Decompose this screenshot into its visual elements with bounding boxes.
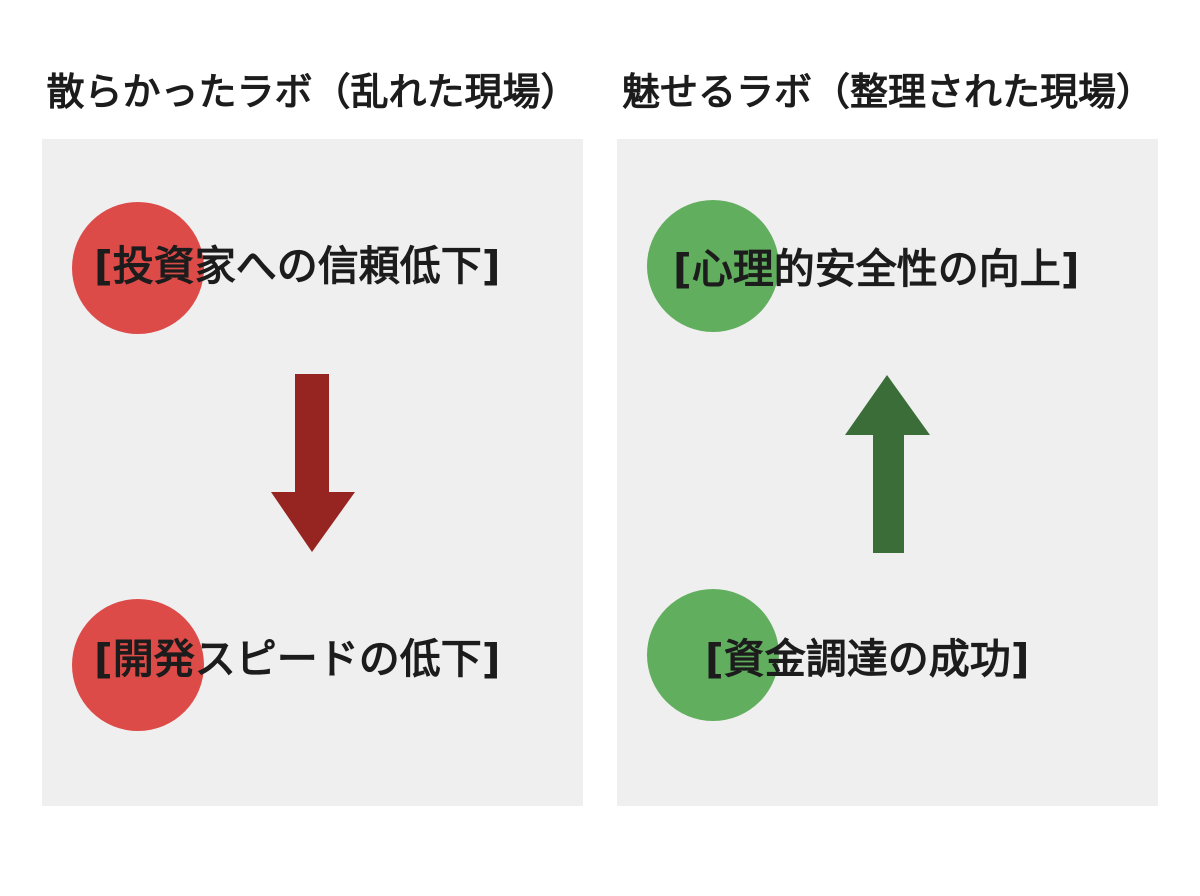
investor-trust-decline-label: [投資家への信頼低下] (94, 242, 501, 290)
left-column-title: 散らかったラボ（乱れた現場） (46, 70, 579, 114)
right-column-title: 魅せるラボ（整理された現場） (621, 70, 1154, 114)
down-arrow-icon (271, 374, 355, 552)
organized-lab-panel: [心理的安全性の向上] [資金調達の成功] (617, 139, 1158, 806)
down-arrow-shape (271, 374, 355, 552)
up-arrow-shape (845, 375, 930, 553)
red-circle-top-marker (72, 202, 204, 334)
funding-success-label: [資金調達の成功] (705, 635, 1030, 683)
green-circle-top-marker (647, 200, 779, 332)
psychological-safety-increase-label: [心理的安全性の向上] (673, 245, 1080, 293)
red-circle-bottom-marker (72, 599, 204, 731)
up-arrow-icon (845, 375, 930, 553)
messy-lab-panel: [投資家への信頼低下] [開発スピードの低下] (42, 139, 583, 806)
green-circle-bottom-marker (647, 589, 779, 721)
dev-speed-decline-label: [開発スピードの低下] (94, 635, 501, 683)
